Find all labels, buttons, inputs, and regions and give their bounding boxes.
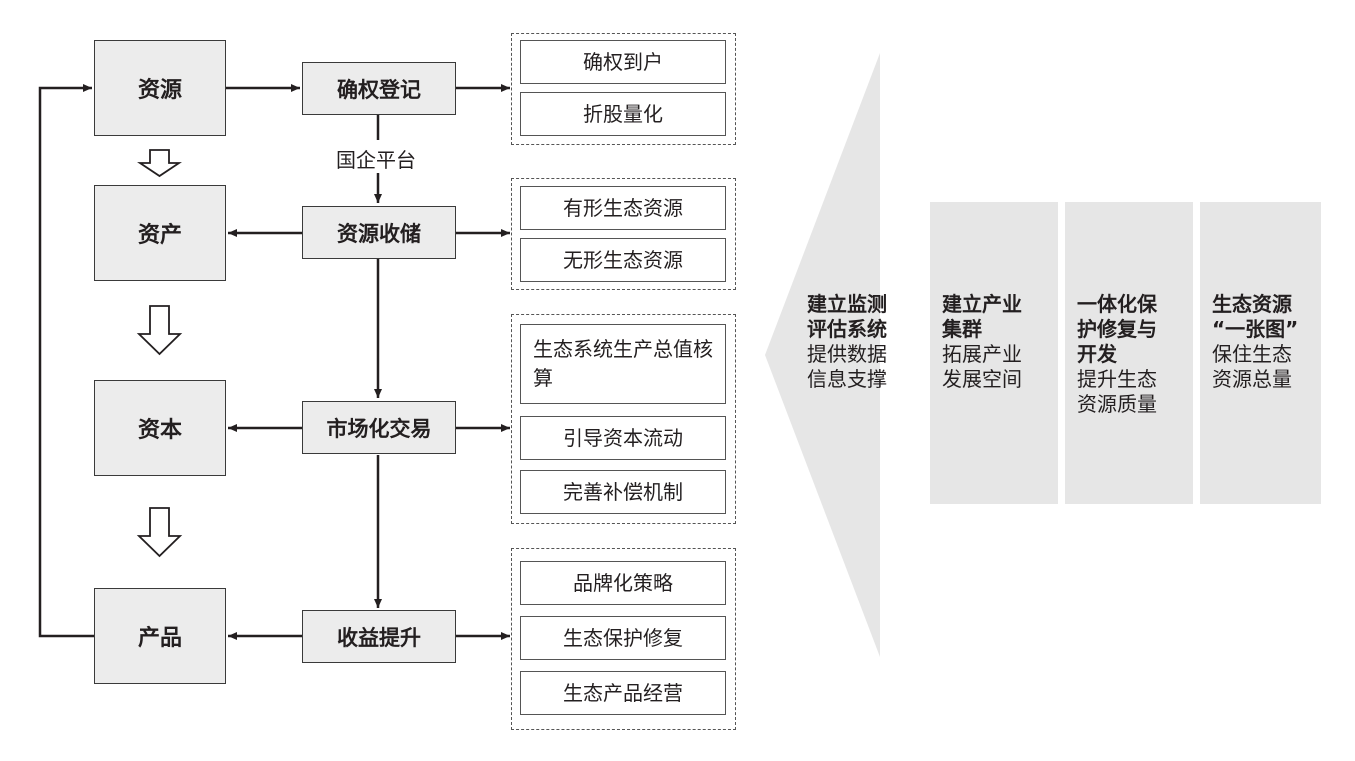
group-profit bbox=[511, 548, 736, 730]
item-label: 完善补偿机制 bbox=[563, 479, 683, 504]
item-label: 生态保护修复 bbox=[563, 625, 683, 650]
process-profit: 收益提升 bbox=[302, 610, 456, 663]
column-title-line: 评估系统 bbox=[807, 317, 887, 341]
group-profit-item: 生态保护修复 bbox=[520, 616, 726, 660]
process-storage-label: 资源收储 bbox=[337, 221, 421, 246]
hollow-down-arrow-1 bbox=[137, 149, 182, 178]
platform-label: 国企平台 bbox=[332, 144, 420, 173]
column-desc-line: 资源质量 bbox=[1077, 392, 1157, 416]
big-left-arrow-head bbox=[765, 53, 880, 657]
item-label: 品牌化策略 bbox=[573, 570, 673, 595]
stage-asset: 资产 bbox=[94, 185, 226, 281]
feedback-loop-arrow bbox=[38, 84, 94, 638]
process-confirm: 确权登记 bbox=[302, 62, 456, 115]
column-title-line: 开发 bbox=[1077, 342, 1117, 366]
column-desc-line: 保住生态 bbox=[1212, 342, 1292, 366]
column-title-line: 护修复与 bbox=[1077, 317, 1157, 341]
column-desc-line: 发展空间 bbox=[942, 367, 1022, 391]
item-label: 生态产品经营 bbox=[563, 680, 683, 705]
item-label: 引导资本流动 bbox=[563, 425, 683, 450]
stage-resource: 资源 bbox=[94, 40, 226, 136]
group-market bbox=[511, 314, 736, 524]
stage-capital-label: 资本 bbox=[137, 418, 182, 443]
column-desc-line: 资源总量 bbox=[1212, 367, 1292, 391]
stage-product: 产品 bbox=[94, 588, 226, 684]
item-label: 生态系统生产总值核算 bbox=[533, 337, 713, 390]
group-storage bbox=[511, 178, 736, 290]
column-desc-line: 信息支撑 bbox=[807, 367, 887, 391]
process-storage: 资源收储 bbox=[302, 206, 456, 259]
column-desc-line: 提供数据 bbox=[807, 342, 887, 366]
group-storage-item: 无形生态资源 bbox=[520, 238, 726, 282]
column-title-line: “一张图” bbox=[1212, 317, 1299, 341]
process-market-label: 市场化交易 bbox=[326, 416, 432, 441]
arrow-column-4: 生态资源 “一张图” 保住生态 资源总量 bbox=[1200, 202, 1321, 504]
column-title-line: 集群 bbox=[942, 317, 982, 341]
column-title-line: 一体化保 bbox=[1077, 292, 1157, 316]
process-profit-label: 收益提升 bbox=[337, 625, 421, 650]
group-market-item: 引导资本流动 bbox=[520, 416, 726, 460]
group-profit-item: 品牌化策略 bbox=[520, 561, 726, 605]
item-label: 折股量化 bbox=[583, 101, 663, 126]
process-confirm-label: 确权登记 bbox=[337, 77, 421, 102]
column-desc-line: 拓展产业 bbox=[942, 342, 1022, 366]
stage-product-label: 产品 bbox=[137, 626, 182, 651]
hollow-down-arrow-3 bbox=[136, 507, 183, 558]
group-storage-item: 有形生态资源 bbox=[520, 186, 726, 230]
group-market-item: 完善补偿机制 bbox=[520, 470, 726, 514]
hollow-down-arrow-2 bbox=[136, 305, 183, 356]
group-confirm bbox=[511, 33, 736, 145]
column-desc-line: 提升生态 bbox=[1077, 367, 1157, 391]
stage-resource-label: 资源 bbox=[137, 78, 182, 103]
item-label: 无形生态资源 bbox=[563, 247, 683, 272]
arrow-column-2: 建立产业 集群 拓展产业 发展空间 bbox=[930, 202, 1058, 504]
arrow-column-1: 建立监测 评估系统 提供数据 信息支撑 bbox=[795, 202, 923, 504]
column-title-line: 建立产业 bbox=[942, 292, 1022, 316]
column-title-line: 建立监测 bbox=[807, 292, 887, 316]
process-market: 市场化交易 bbox=[302, 401, 456, 454]
group-profit-item: 生态产品经营 bbox=[520, 671, 726, 715]
group-confirm-item: 确权到户 bbox=[520, 40, 726, 84]
group-confirm-item: 折股量化 bbox=[520, 92, 726, 136]
stage-asset-label: 资产 bbox=[137, 223, 182, 248]
column-title-line: 生态资源 bbox=[1212, 292, 1292, 316]
arrow-column-3: 一体化保 护修复与 开发 提升生态 资源质量 bbox=[1065, 202, 1193, 504]
item-label: 有形生态资源 bbox=[563, 195, 683, 220]
stage-capital: 资本 bbox=[94, 380, 226, 476]
item-label: 确权到户 bbox=[583, 49, 663, 74]
group-market-item: 生态系统生产总值核算 bbox=[520, 324, 726, 404]
